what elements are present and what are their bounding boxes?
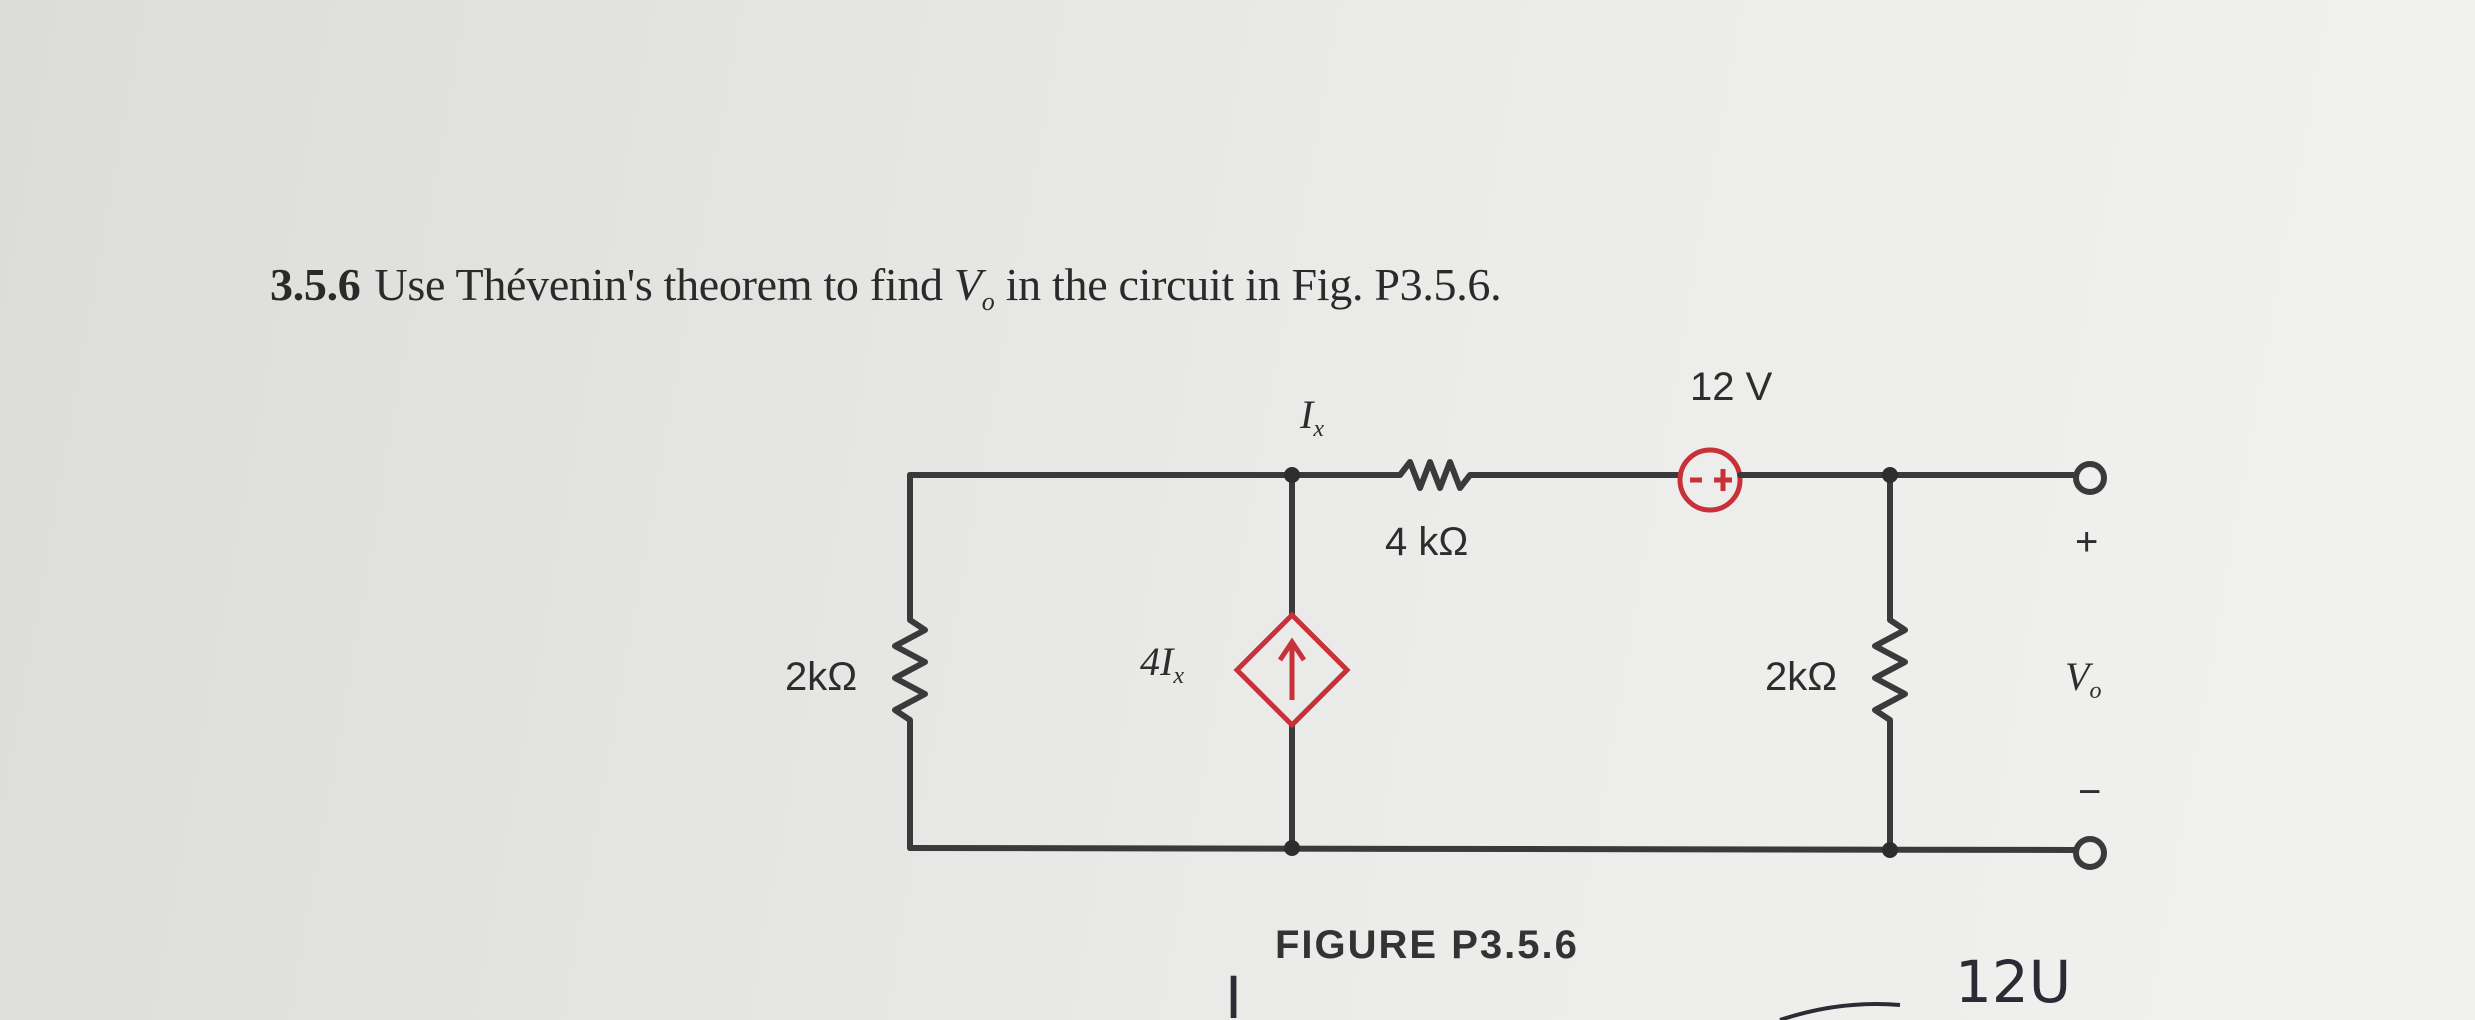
- series-resistor-4k: [1287, 459, 1683, 491]
- node-dot-middle-bottom: [1284, 840, 1300, 856]
- handwritten-note-right: 12U: [1955, 948, 2071, 1016]
- problem-variable: V: [953, 259, 982, 310]
- node-dot-right-top: [1882, 467, 1898, 483]
- output-terminal-bottom: [2073, 836, 2107, 870]
- handwritten-stroke: [1779, 1002, 1901, 1020]
- dependent-source-arrow: [1277, 637, 1307, 700]
- right-resistor-2k: [1872, 472, 1908, 853]
- problem-variable-sub: o: [981, 287, 995, 317]
- voltage-source-plus: [1714, 469, 1732, 491]
- handwritten-note-left: I: [1225, 964, 1242, 1020]
- dependent-current-source: [1233, 611, 1351, 729]
- dependent-source-label: 4Ix: [1140, 639, 1184, 689]
- output-minus-sign: −: [2078, 770, 2101, 814]
- node-dot-middle-top: [1284, 467, 1300, 483]
- bottom-wire: [907, 845, 2078, 853]
- problem-number: 3.5.6: [270, 259, 361, 310]
- current-label: Ix: [1299, 392, 1324, 442]
- problem-statement: 3.5.6 Use Thévenin's theorem to find Vo i…: [270, 258, 1502, 317]
- right-resistor-label: 2kΩ: [1765, 655, 1837, 699]
- problem-text-before: Use Thévenin's theorem to find: [374, 259, 954, 310]
- left-resistor-label: 2kΩ: [785, 655, 857, 699]
- figure-caption: FIGURE P3.5.6: [1275, 923, 1579, 967]
- output-terminal-top: [2073, 461, 2107, 495]
- problem-text-after: in the circuit in Fig. P3.5.6.: [994, 259, 1502, 310]
- series-resistor-label: 4 kΩ: [1385, 520, 1468, 564]
- node-dot-right-bottom: [1882, 842, 1898, 858]
- voltage-source-12v: [1677, 447, 1743, 513]
- output-plus-sign: +: [2075, 520, 2098, 564]
- output-voltage-label: Vo: [2065, 654, 2101, 704]
- left-resistor-2k: [892, 472, 928, 851]
- voltage-source-label: 12 V: [1690, 365, 1773, 409]
